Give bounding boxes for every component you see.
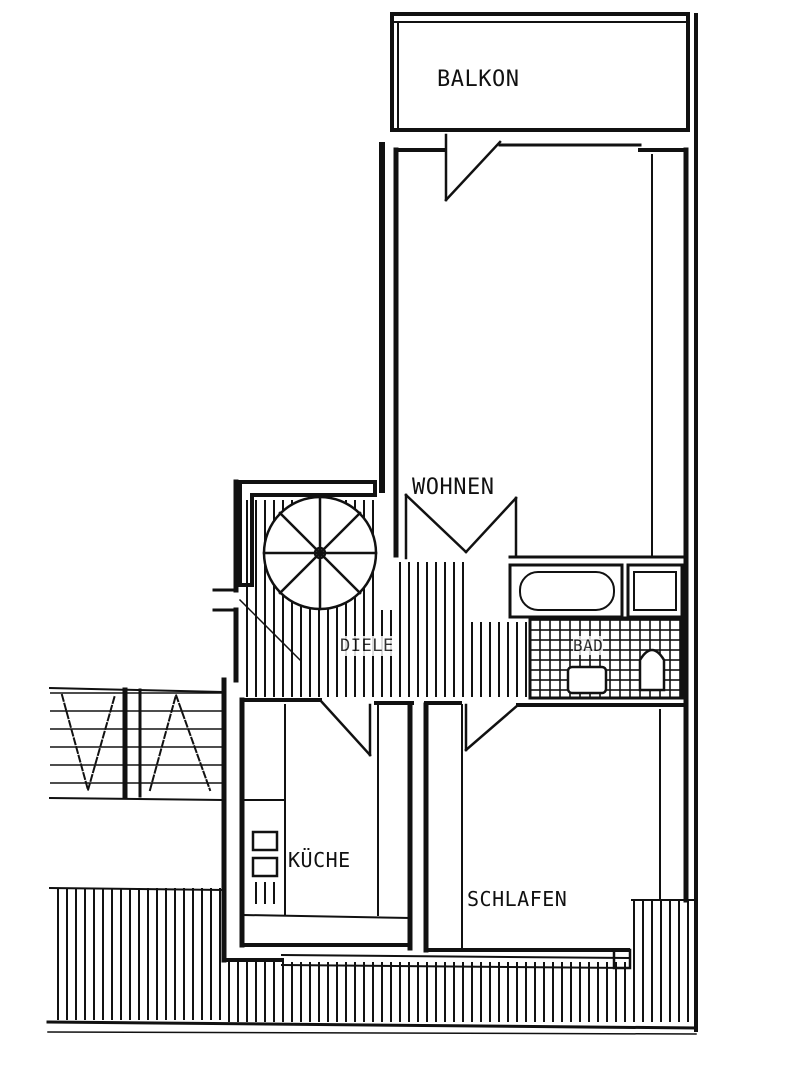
room-label-diele: DIELE bbox=[340, 636, 394, 656]
kueche-door bbox=[318, 698, 372, 757]
balkon-door bbox=[444, 133, 502, 202]
bad-room bbox=[508, 563, 684, 700]
terrace-floor bbox=[46, 886, 698, 1035]
room-label-schlafen: SCHLAFEN bbox=[467, 887, 568, 911]
outside-stair bbox=[48, 686, 224, 802]
spiral-staircase bbox=[262, 495, 378, 611]
wohnen-walls bbox=[379, 13, 698, 1032]
diele-floor bbox=[212, 479, 530, 697]
balkon-area bbox=[390, 12, 690, 132]
room-label-kueche: KÜCHE bbox=[288, 848, 351, 872]
schlafen-room bbox=[280, 701, 688, 970]
room-label-balkon: BALKON bbox=[437, 67, 520, 92]
kueche-room bbox=[221, 677, 414, 963]
schlafen-door bbox=[464, 703, 520, 752]
room-label-wohnen: WOHNEN bbox=[412, 475, 495, 500]
room-label-bad: BAD bbox=[573, 636, 604, 655]
wohnen-door bbox=[404, 493, 518, 560]
